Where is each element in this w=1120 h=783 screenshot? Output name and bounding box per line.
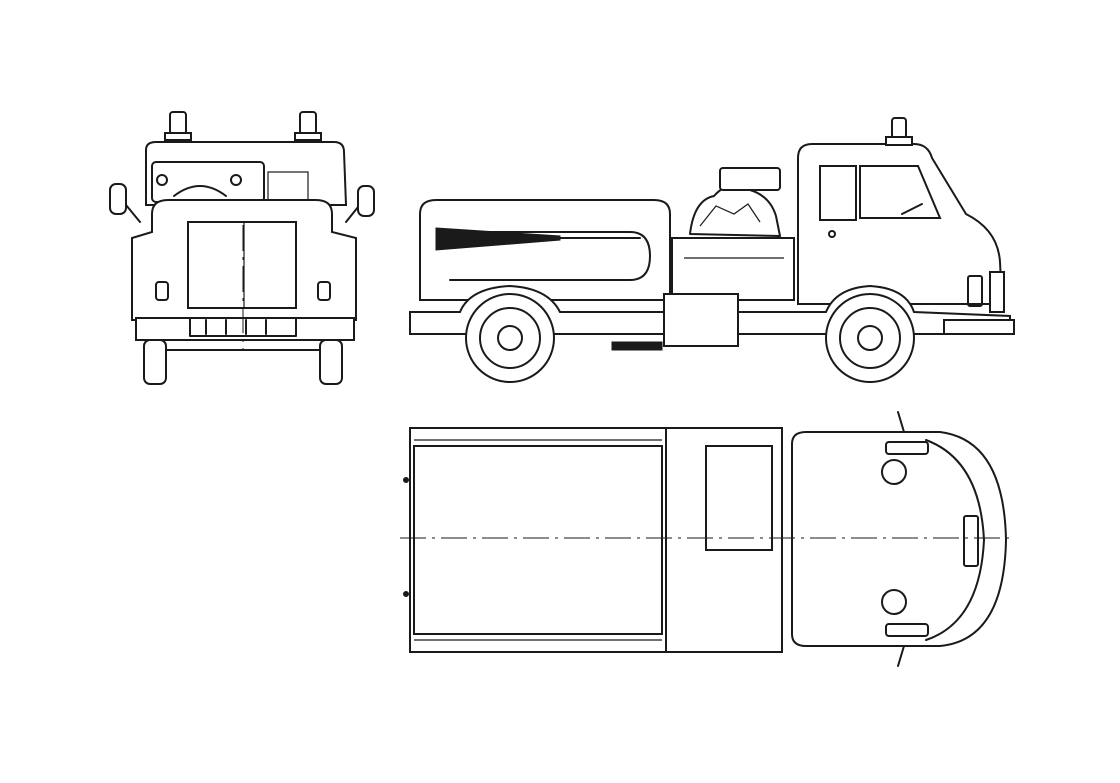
side-hose-loop [449, 231, 651, 281]
side-hose-cone [435, 227, 561, 251]
top-tank-lid [413, 445, 663, 635]
side-equipment [689, 184, 781, 237]
side-beacon [885, 117, 913, 146]
top-beacon-right [881, 589, 907, 615]
side-door-handle [828, 230, 836, 238]
side-pump-box [719, 167, 781, 191]
side-front-grille [989, 271, 1005, 313]
side-wheel-rear [465, 293, 555, 383]
top-beacon-left [881, 459, 907, 485]
side-cab-window-rear [819, 165, 857, 221]
top-windshield [925, 439, 985, 641]
side-locker [663, 293, 739, 347]
rear-wheel-left [143, 339, 167, 385]
side-headlamp [967, 275, 983, 307]
rear-view [109, 111, 375, 385]
rear-beacon-left [164, 111, 192, 141]
rear-window [151, 161, 265, 203]
rear-hose-reel [173, 185, 227, 197]
rear-lamp-left [155, 281, 169, 301]
top-view [400, 411, 1010, 667]
rear-tank-door [187, 221, 297, 309]
top-cab [791, 431, 1008, 647]
top-mirror-right [885, 623, 929, 637]
side-view [409, 117, 1015, 383]
rear-lamp-right [317, 281, 331, 301]
top-pump-box [705, 445, 773, 551]
side-wheel-front [825, 293, 915, 383]
side-mirror [901, 203, 923, 215]
side-tank [419, 199, 671, 301]
top-grille [963, 515, 979, 567]
mirror-right [345, 185, 375, 223]
rear-bolt-left [156, 174, 168, 186]
rear-beacon-right [294, 111, 322, 141]
top-mirror-left [885, 441, 929, 455]
side-deck-box [671, 237, 795, 301]
side-front-bumper [943, 319, 1015, 335]
side-step [611, 341, 663, 351]
mirror-left [109, 183, 141, 223]
rear-bolt-right [230, 174, 242, 186]
rear-wheel-right [319, 339, 343, 385]
